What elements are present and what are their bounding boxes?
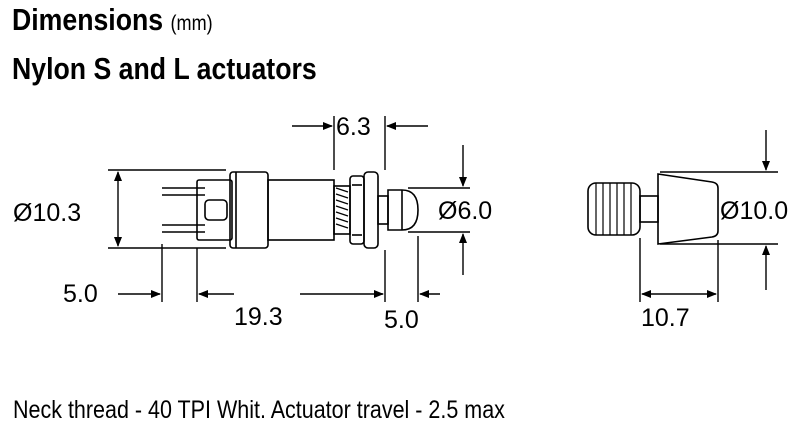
dim-terminal-length: 5.0 xyxy=(63,280,98,308)
threaded-bushing xyxy=(333,185,351,235)
dim-l-actuator-length: 10.7 xyxy=(641,304,690,332)
dim-l-actuator-diameter: Ø10.0 xyxy=(720,197,788,225)
actuator-plunger xyxy=(377,189,419,231)
left-dimensions xyxy=(108,116,470,302)
l-actuator-view xyxy=(587,173,719,245)
terminal-pins xyxy=(162,187,205,233)
dim-body-diameter: Ø10.3 xyxy=(13,199,81,227)
dim-actuator-length: 5.0 xyxy=(384,306,419,334)
actuator-cap xyxy=(657,173,719,245)
right-dimensions xyxy=(639,130,778,302)
switch-neck xyxy=(267,179,335,241)
dim-body-length: 19.3 xyxy=(234,303,283,331)
title-units: (mm) xyxy=(170,12,213,35)
dim-flange-thickness: 6.3 xyxy=(336,113,371,141)
switch-side-view xyxy=(162,171,419,249)
page-subtitle: Nylon S and L actuators xyxy=(12,51,317,86)
footnote: Neck thread - 40 TPI Whit. Actuator trav… xyxy=(13,396,505,424)
actuator-thread xyxy=(587,182,641,236)
title-heading: Dimensions xyxy=(12,2,164,37)
rear-housing xyxy=(196,179,233,241)
dim-actuator-diameter: Ø6.0 xyxy=(438,197,492,225)
hex-nut xyxy=(349,171,379,249)
page-title: Dimensions (mm) xyxy=(12,2,213,38)
